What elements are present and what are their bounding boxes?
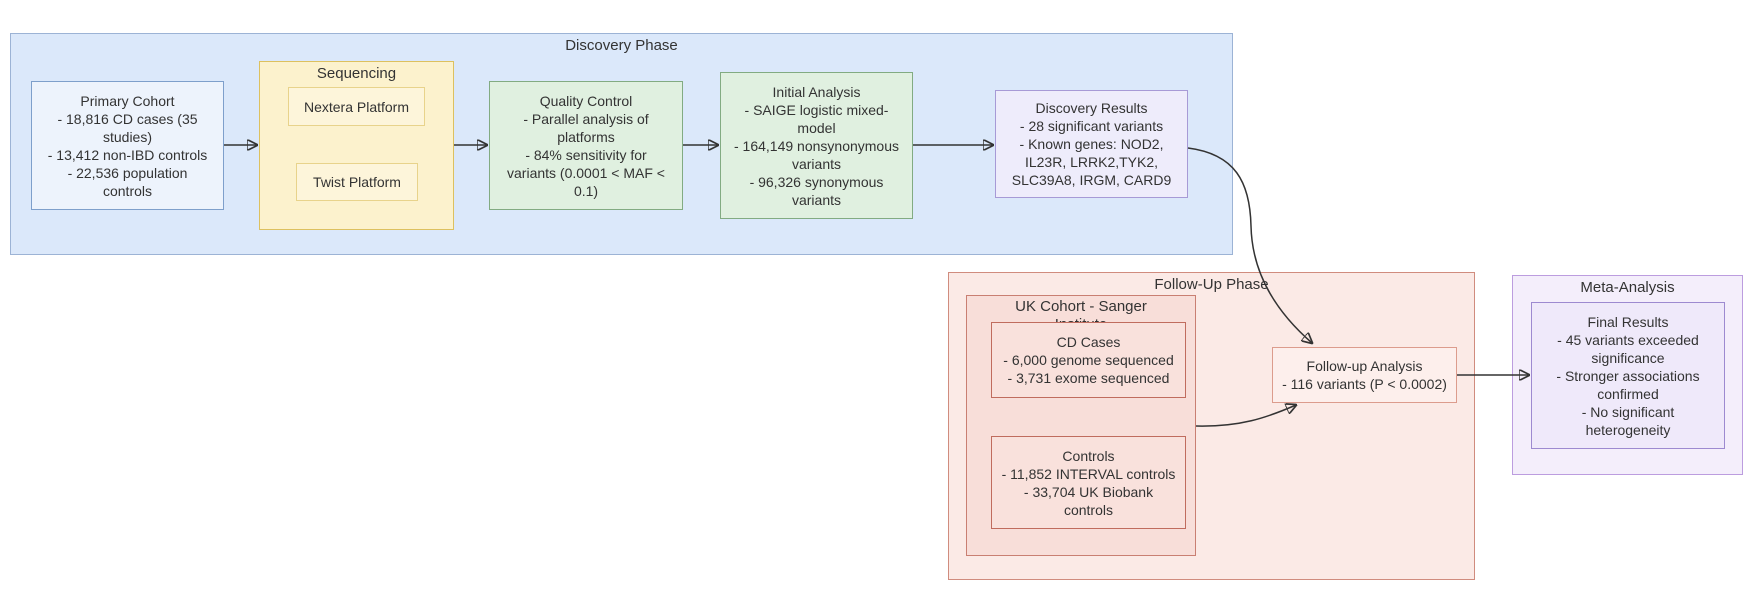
primary-cohort-node: Primary Cohort - 18,816 CD cases (35 stu… (31, 81, 224, 210)
final-results-node: Final Results - 45 variants exceeded sig… (1531, 302, 1725, 449)
followup-analysis-node: Follow-up Analysis - 116 variants (P < 0… (1272, 347, 1457, 403)
sequencing-label: Sequencing (316, 65, 397, 82)
followup-phase-label: Follow-Up Phase (1154, 276, 1269, 293)
discovery-results-node: Discovery Results - 28 significant varia… (995, 90, 1188, 198)
meta-analysis-label: Meta-Analysis (1580, 279, 1675, 296)
discovery-phase-label: Discovery Phase (565, 37, 678, 54)
cd-cases-node: CD Cases - 6,000 genome sequenced - 3,73… (991, 322, 1186, 398)
initial-analysis-node: Initial Analysis - SAIGE logistic mixed-… (720, 72, 913, 219)
nextera-platform-node: Nextera Platform (288, 87, 425, 126)
twist-platform-node: Twist Platform (296, 163, 418, 201)
quality-control-node: Quality Control - Parallel analysis of p… (489, 81, 683, 210)
controls-node: Controls - 11,852 INTERVAL controls - 33… (991, 436, 1186, 529)
